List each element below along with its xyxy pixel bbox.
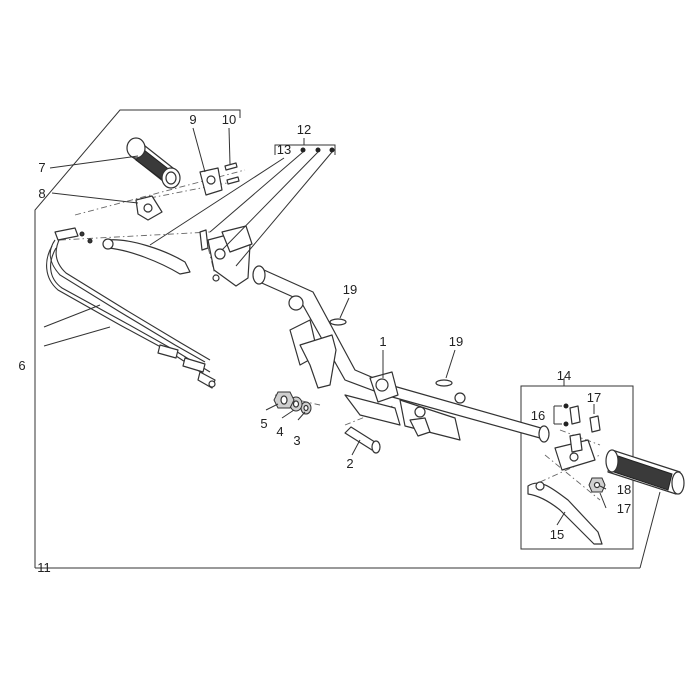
nut-18 [588,477,606,493]
clamp-9 [199,167,223,196]
right-lever-mount [554,433,596,471]
label-5: 5 [260,416,267,431]
label-1: 1 [379,334,386,349]
label-14: 14 [557,368,571,383]
left-lever [102,238,191,275]
o-ring-19-left [329,318,347,326]
label-7: 7 [38,160,45,175]
left-grip [126,137,181,189]
label-17-bottom: 17 [617,501,631,516]
label-6: 6 [18,358,25,373]
handlebar-tube [252,265,550,443]
control-cables [46,227,216,389]
label-18: 18 [617,482,631,497]
screw-10 [224,162,240,185]
label-13: 13 [277,142,291,157]
brake-master-cylinder [199,225,253,287]
label-11: 11 [37,560,51,575]
bracket-16 [553,403,569,427]
bracket-12 [274,138,336,155]
reference-labels: 7 8 9 10 12 13 6 11 1 19 19 2 3 4 5 14 1… [18,112,631,575]
label-10: 10 [222,112,236,127]
nut-5 [273,391,295,409]
label-2: 2 [346,456,353,471]
o-ring-19-right [435,379,453,387]
label-9: 9 [189,112,196,127]
label-8: 8 [38,186,45,201]
lever-holder-8 [135,195,163,221]
right-grip [605,449,685,495]
group-frame-left [34,109,661,569]
label-19-right: 19 [449,334,463,349]
pin-part [344,426,381,454]
right-lever-15 [527,481,603,545]
label-4: 4 [276,424,283,439]
right-screws-16 [569,405,601,433]
leader-lines [43,127,607,526]
label-3: 3 [293,433,300,448]
washer-3 [300,401,312,415]
label-16: 16 [531,408,545,423]
label-19-left: 19 [343,282,357,297]
label-15: 15 [550,527,564,542]
label-12: 12 [297,122,311,137]
label-17-top: 17 [587,390,601,405]
